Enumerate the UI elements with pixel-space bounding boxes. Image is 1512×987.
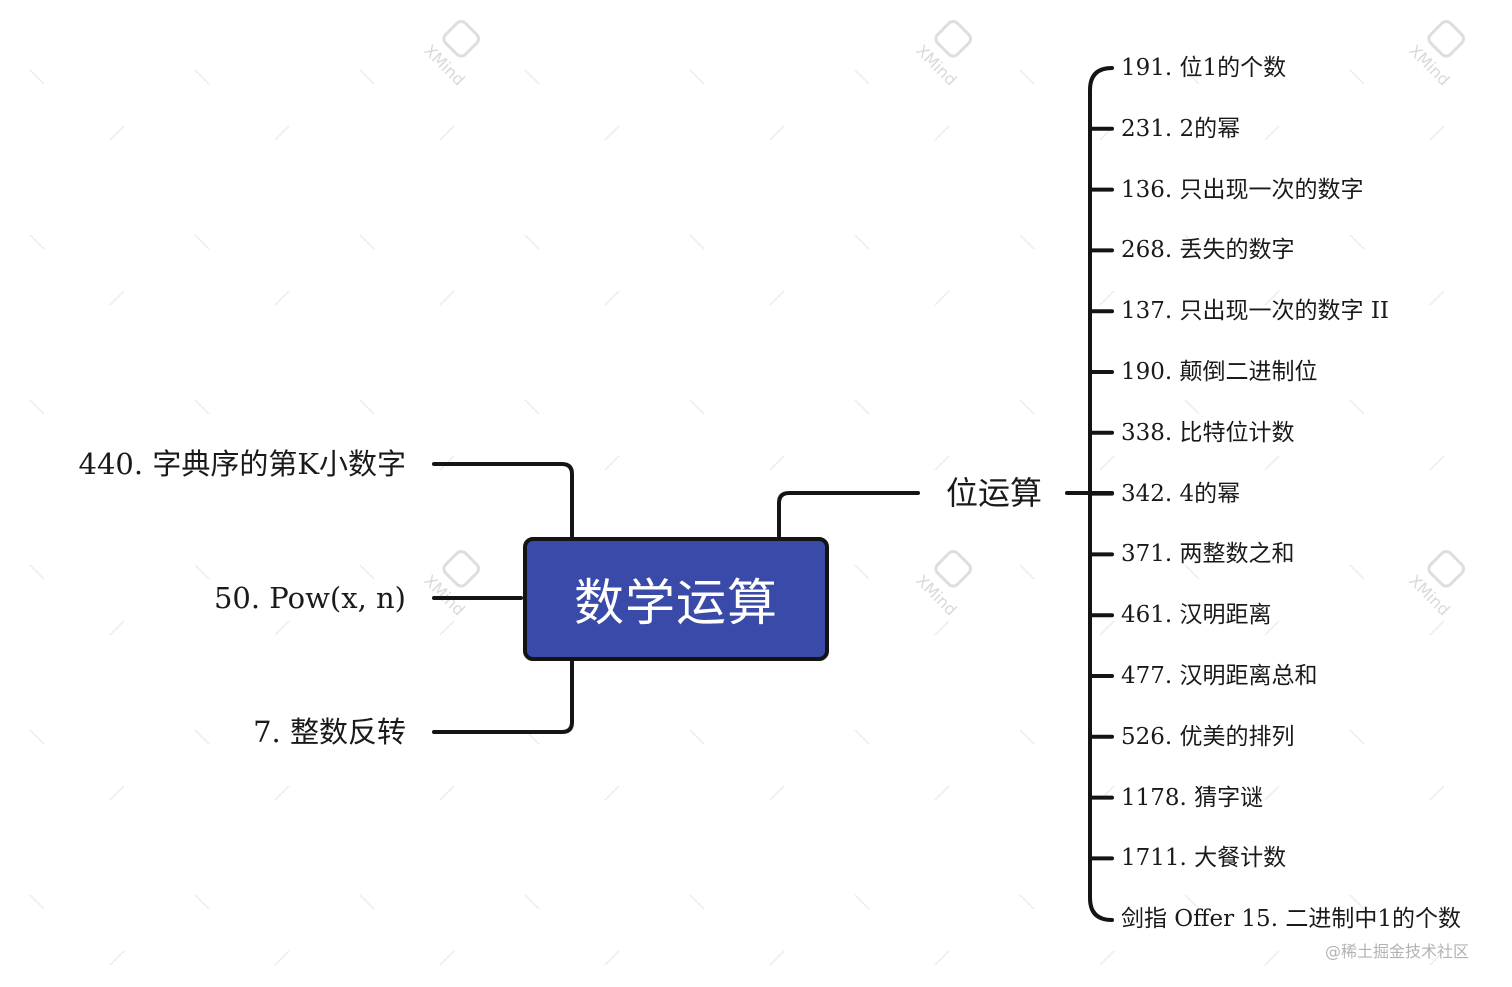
connector-left-1 [432,462,574,538]
leaf-node[interactable]: 137. 只出现一次的数字 II [1121,298,1390,325]
left-topic-2[interactable]: 50. Pow(x, n) [213,581,406,615]
root-topic-label: 数学运算 [574,574,778,632]
credit-watermark: @稀土掘金技术社区 [1325,942,1470,961]
leaf-node[interactable]: 477. 汉明距离总和 [1121,663,1318,689]
left-topic-1[interactable]: 440. 字典序的第K小数字 [78,447,406,481]
leaf-node[interactable]: 231. 2的幂 [1121,115,1241,142]
leaf-node[interactable]: 526. 优美的排列 [1121,723,1295,750]
leaf-node[interactable]: 190. 颠倒二进制位 [1121,359,1318,385]
connector-left-3 [432,660,574,734]
leaf-node[interactable]: 191. 位1的个数 [1121,55,1287,81]
root-topic-node[interactable]: 数学运算 [523,537,829,661]
leaf-node[interactable]: 342. 4的幂 [1121,480,1241,507]
connector-right-main [777,491,920,538]
leaf-node[interactable]: 1178. 猜字谜 [1121,784,1264,811]
leaf-node[interactable]: 371. 两整数之和 [1121,541,1295,568]
leaf-node[interactable]: 剑指 Offer 15. 二进制中1的个数 [1121,906,1461,933]
leaf-node[interactable]: 1711. 大餐计数 [1121,845,1287,872]
leaf-node[interactable]: 268. 丢失的数字 [1121,237,1295,264]
leaf-node[interactable]: 461. 汉明距离 [1121,602,1272,629]
leaf-node[interactable]: 338. 比特位计数 [1121,419,1295,446]
left-topic-3[interactable]: 7. 整数反转 [253,715,406,749]
right-topic-bit-ops[interactable]: 位运算 [946,474,1043,512]
leaf-node[interactable]: 136. 只出现一次的数字 [1121,176,1364,203]
